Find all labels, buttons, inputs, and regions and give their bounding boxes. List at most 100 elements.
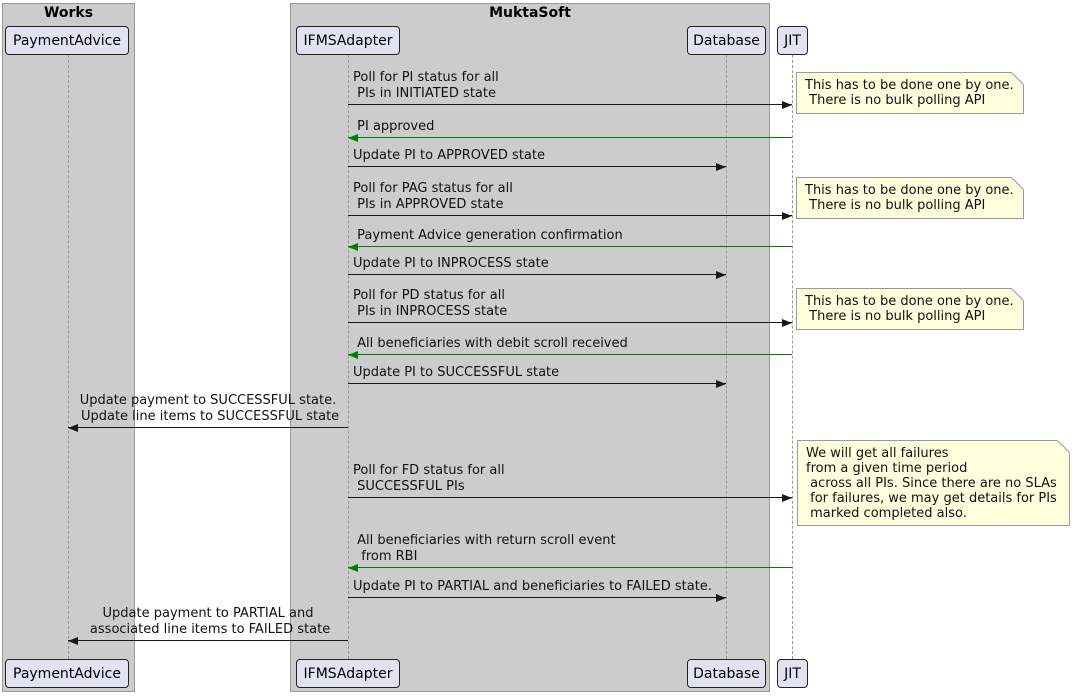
group-box-1 <box>290 3 770 692</box>
message-label-line: Update PI to PARTIAL and beneficiaries t… <box>353 579 712 594</box>
message-arrowhead-0 <box>782 100 792 109</box>
message-label-11: All beneficiaries with return scroll eve… <box>353 533 616 565</box>
message-arrowhead-3 <box>782 211 792 220</box>
lifeline-jit <box>792 55 793 659</box>
participant-ifmsadapter-bottom: IFMSAdapter <box>296 659 400 688</box>
message-label-13: Update payment to PARTIAL and associated… <box>68 606 348 638</box>
message-label-10: Poll for FD status for all SUCCESSFUL PI… <box>353 463 505 495</box>
note-text-line: We will get all failures <box>806 446 949 461</box>
message-label-line: Update PI to INPROCESS state <box>353 256 549 271</box>
participant-database-top: Database <box>687 26 766 55</box>
message-line-8 <box>348 383 726 384</box>
message-label-line: Poll for PI status for all <box>353 70 499 85</box>
message-arrowhead-4 <box>348 242 358 251</box>
message-label-line: Update line items to SUCCESSFUL state <box>76 409 340 424</box>
message-label-12: Update PI to PARTIAL and beneficiaries t… <box>353 579 712 595</box>
message-arrowhead-7 <box>348 350 358 359</box>
group-box-title: MuktaSoft <box>489 5 571 21</box>
message-arrowhead-12 <box>716 593 726 602</box>
note-1: This has to be done one by one. There is… <box>796 177 1024 219</box>
participant-label: Database <box>693 665 760 682</box>
note-fold-corner <box>1011 177 1024 190</box>
participant-paymentadvice-bottom: PaymentAdvice <box>5 659 129 688</box>
message-line-5 <box>348 274 726 275</box>
note-fold-corner <box>1011 288 1024 301</box>
note-text-line: for failures, we may get details for PIs <box>806 491 1057 506</box>
message-arrowhead-1 <box>348 133 358 142</box>
participant-database-bottom: Database <box>687 659 766 688</box>
note-text-line: There is no bulk polling API <box>805 309 986 324</box>
message-label-line: Payment Advice generation confirmation <box>353 228 623 243</box>
message-arrowhead-6 <box>782 318 792 327</box>
message-arrowhead-9 <box>68 423 78 432</box>
message-label-1: PI approved <box>353 119 434 135</box>
message-line-0 <box>348 104 792 105</box>
note-text-line: There is no bulk polling API <box>805 93 986 108</box>
message-line-4 <box>348 246 792 247</box>
message-label-line: Poll for FD status for all <box>353 463 505 478</box>
note-text-line: marked completed also. <box>806 506 967 521</box>
message-label-line: PIs in APPROVED state <box>353 197 504 212</box>
message-label-line: PI approved <box>353 119 435 134</box>
note-text-line: There is no bulk polling API <box>805 198 986 213</box>
message-label-3: Poll for PAG status for all PIs in APPRO… <box>353 181 513 213</box>
note-0: This has to be done one by one. There is… <box>796 72 1024 114</box>
message-label-line: Update PI to APPROVED state <box>353 148 545 163</box>
group-box-title: Works <box>43 5 94 21</box>
lifeline-paymentadvice <box>68 55 69 659</box>
note-2: This has to be done one by one. There is… <box>796 288 1024 330</box>
message-line-1 <box>348 137 792 138</box>
lifeline-database <box>726 55 727 659</box>
message-label-line: All beneficiaries with return scroll eve… <box>353 533 616 548</box>
message-arrowhead-8 <box>716 379 726 388</box>
message-arrowhead-13 <box>68 636 78 645</box>
message-line-2 <box>348 166 726 167</box>
message-label-5: Update PI to INPROCESS state <box>353 256 549 272</box>
message-line-12 <box>348 597 726 598</box>
participant-label: JIT <box>784 32 801 49</box>
participant-jit-top: JIT <box>777 26 808 55</box>
message-label-0: Poll for PI status for all PIs in INITIA… <box>353 70 499 102</box>
note-text-line: This has to be done one by one. <box>805 294 1014 309</box>
message-label-line: PIs in INPROCESS state <box>353 304 508 319</box>
message-arrowhead-10 <box>782 493 792 502</box>
note-fold-corner <box>1011 72 1024 85</box>
note-text-line: from a given time period <box>806 461 968 476</box>
message-line-10 <box>348 497 792 498</box>
note-text-line: This has to be done one by one. <box>805 183 1014 198</box>
message-line-9 <box>68 427 348 428</box>
participant-jit-bottom: JIT <box>777 659 808 688</box>
message-label-7: All beneficiaries with debit scroll rece… <box>353 336 628 352</box>
note-fold-corner <box>1057 440 1070 453</box>
message-label-6: Poll for PD status for all PIs in INPROC… <box>353 288 507 320</box>
message-arrowhead-11 <box>348 563 358 572</box>
message-arrowhead-5 <box>716 270 726 279</box>
message-line-11 <box>348 567 792 568</box>
message-label-line: All beneficiaries with debit scroll rece… <box>353 336 628 351</box>
message-label-line: Update PI to SUCCESSFUL state <box>353 365 560 380</box>
participant-label: IFMSAdapter <box>303 32 393 49</box>
message-line-13 <box>68 640 348 641</box>
participant-label: IFMSAdapter <box>303 665 393 682</box>
participant-label: PaymentAdvice <box>13 665 121 682</box>
participant-paymentadvice-top: PaymentAdvice <box>5 26 129 55</box>
participant-label: Database <box>693 32 760 49</box>
message-label-8: Update PI to SUCCESSFUL state <box>353 365 559 381</box>
message-label-line: Poll for PD status for all <box>353 288 505 303</box>
message-line-7 <box>348 354 792 355</box>
message-label-line: Update payment to SUCCESSFUL state. <box>79 393 337 408</box>
message-label-4: Payment Advice generation confirmation <box>353 228 623 244</box>
message-line-6 <box>348 322 792 323</box>
message-arrowhead-2 <box>716 162 726 171</box>
note-text-line: across all PIs. Since there are no SLAs <box>806 476 1057 491</box>
message-label-line: Poll for PAG status for all <box>353 181 513 196</box>
message-label-line: PIs in INITIATED state <box>353 86 496 101</box>
participant-label: JIT <box>784 665 801 682</box>
message-label-line: associated line items to FAILED state <box>85 622 331 637</box>
participant-label: PaymentAdvice <box>13 32 121 49</box>
message-label-2: Update PI to APPROVED state <box>353 148 545 164</box>
participant-ifmsadapter-top: IFMSAdapter <box>296 26 400 55</box>
message-label-line: from RBI <box>353 549 418 564</box>
